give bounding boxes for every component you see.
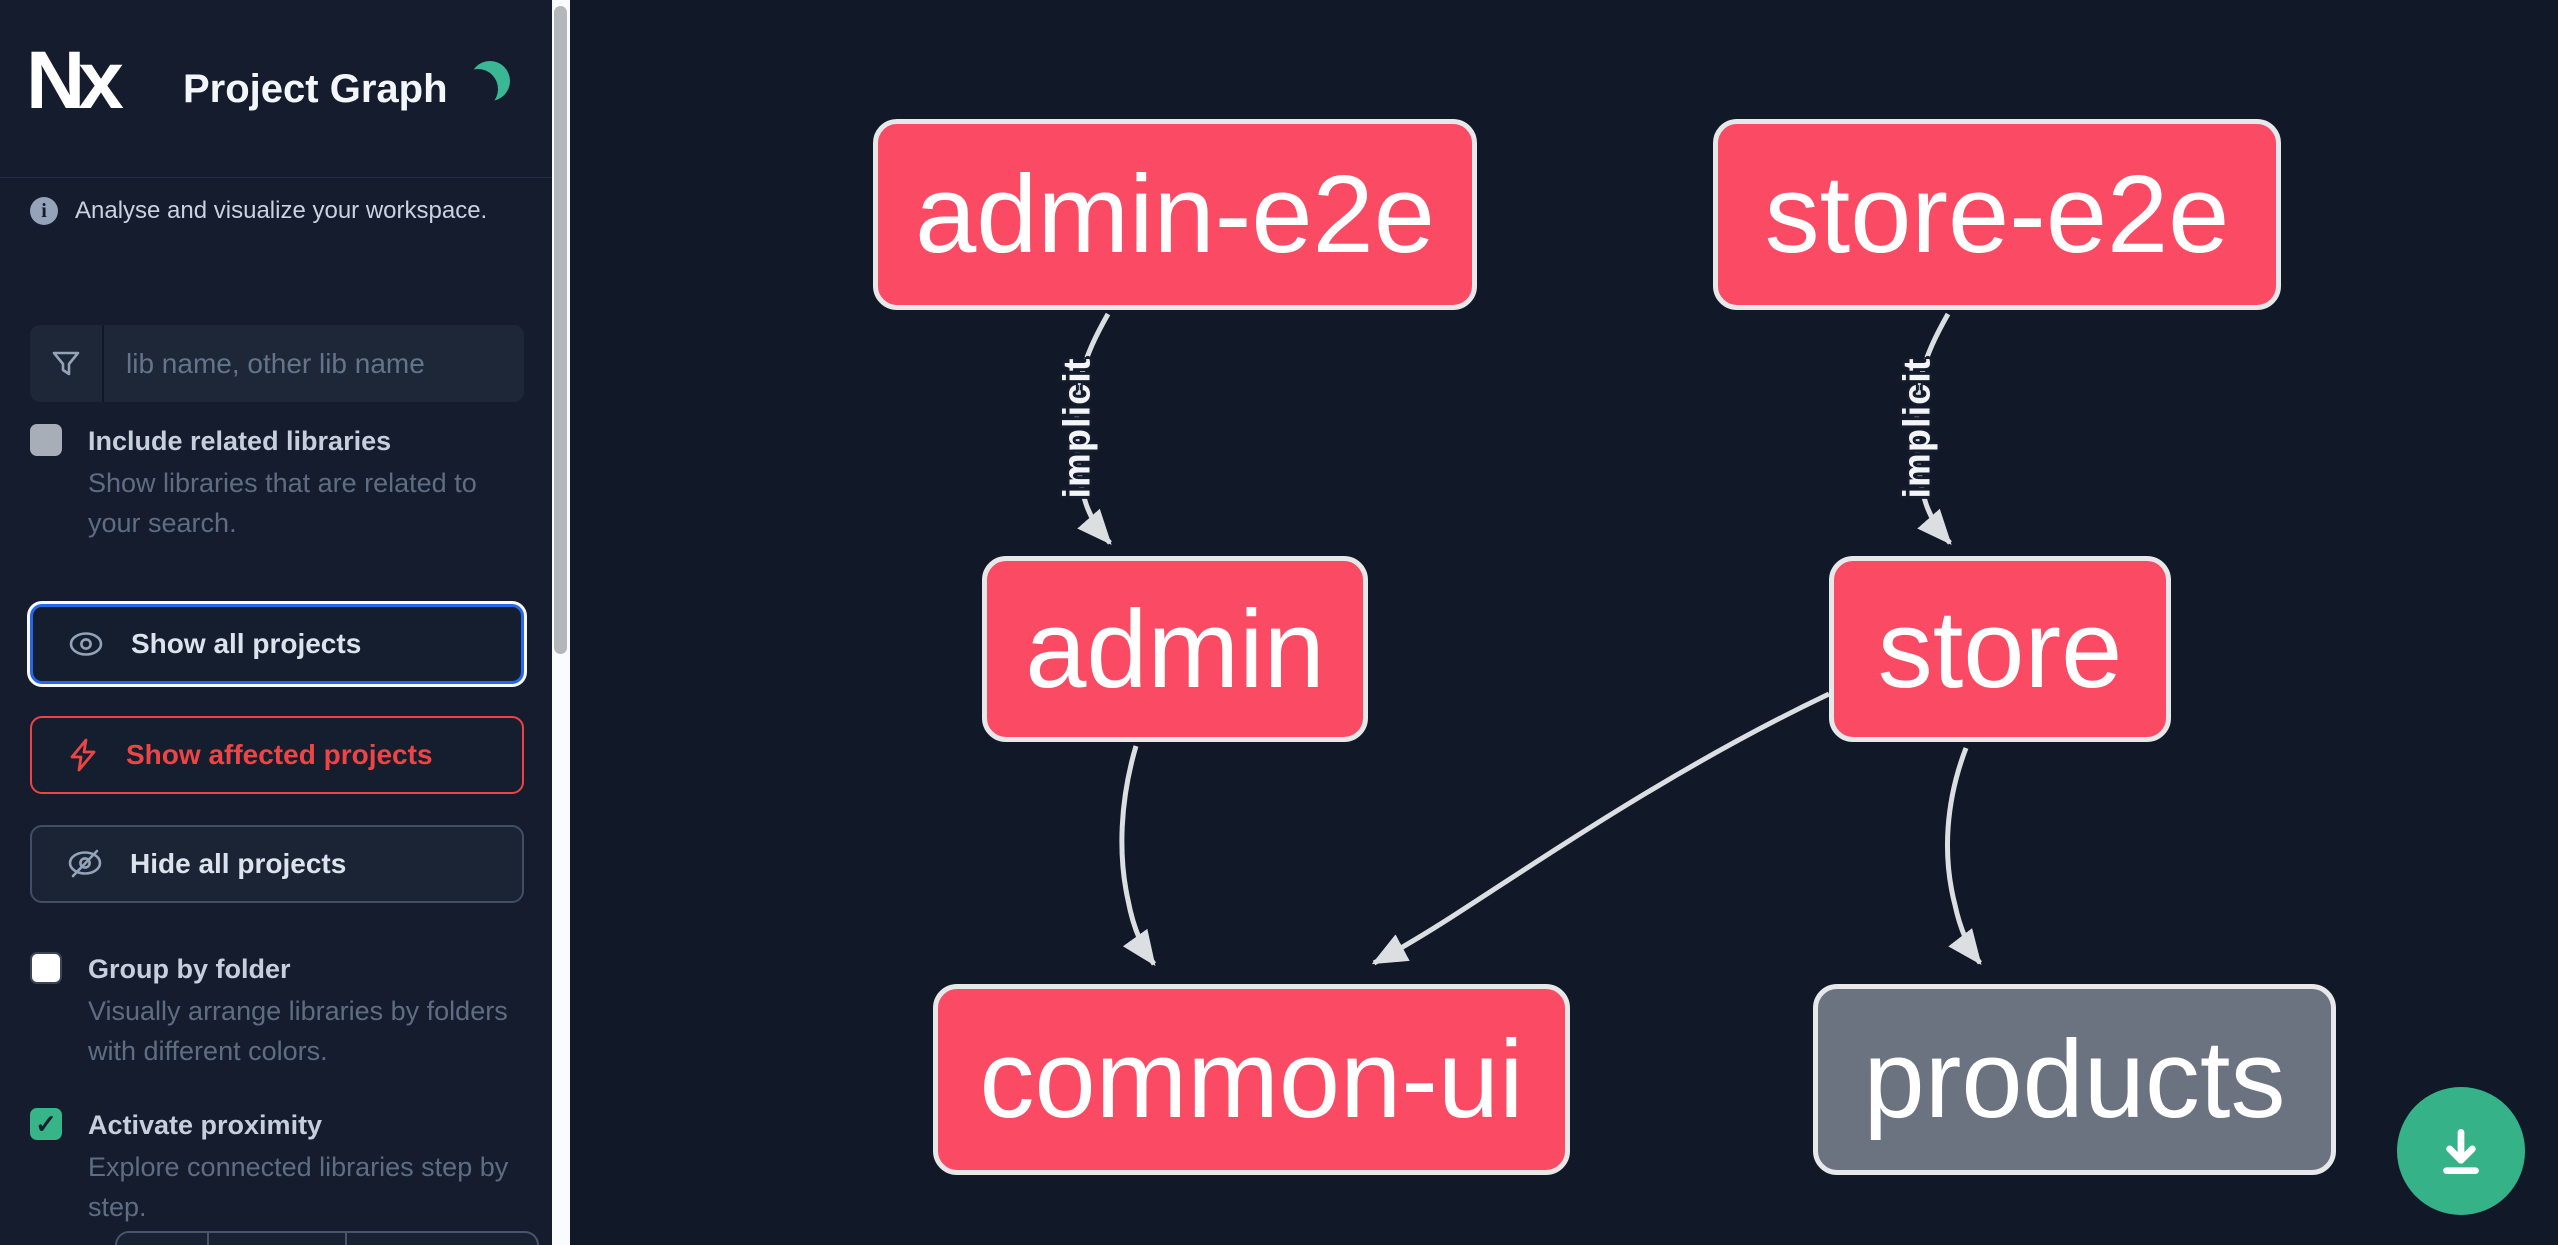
stepper-segment[interactable] [347, 1233, 537, 1245]
download-graph-button[interactable] [2397, 1087, 2525, 1215]
checkbox-description: Show libraries that are related to your … [88, 468, 477, 538]
project-node-common-ui[interactable]: common-ui [933, 984, 1570, 1175]
eye-icon [69, 632, 103, 656]
project-node-products[interactable]: products [1813, 984, 2336, 1175]
download-icon [2443, 1128, 2479, 1175]
button-label: Show all projects [131, 628, 362, 659]
stepper-segment[interactable] [209, 1233, 347, 1245]
edge-admin-common-ui [1119, 745, 1157, 967]
show-all-projects-button[interactable]: Show all projects [30, 604, 524, 684]
checkbox-description: Explore connected libraries step by step… [88, 1152, 509, 1222]
edge-label-implicit: implicit [1056, 357, 1099, 499]
project-node-store-e2e[interactable]: store-e2e [1713, 119, 2281, 310]
checkbox-label: Group by folder [88, 954, 291, 984]
nx-logo: Nx [26, 35, 124, 126]
checkmark-icon: ✓ [35, 1108, 57, 1139]
edge-label-implicit: implicit [1896, 357, 1939, 499]
sidebar-scrollbar-thumb[interactable] [554, 6, 567, 654]
checkbox-label: Activate proximity [88, 1110, 323, 1140]
sidebar: Nx Project Graph i Analyse and visualize… [0, 0, 552, 1245]
sidebar-header: Nx Project Graph [0, 0, 552, 178]
stepper-segment[interactable] [117, 1233, 209, 1245]
edge-store-e2e-store [1914, 312, 1952, 545]
dependency-edges [1074, 312, 1982, 967]
eye-off-icon [68, 849, 102, 878]
project-node-admin-e2e[interactable]: admin-e2e [873, 119, 1477, 310]
proximity-stepper-control-partial[interactable] [115, 1231, 539, 1245]
info-text: Analyse and visualize your workspace. [75, 197, 488, 224]
search-input[interactable] [104, 325, 524, 402]
filter-funnel-icon [30, 325, 104, 402]
edge-store-common-ui [1371, 691, 1831, 966]
hide-all-projects-button[interactable]: Hide all projects [30, 825, 524, 903]
search-box [30, 325, 524, 402]
workspace-info: i Analyse and visualize your workspace. [30, 197, 487, 225]
info-icon: i [30, 197, 58, 225]
bolt-icon [70, 738, 96, 772]
project-node-admin[interactable]: admin [982, 556, 1368, 742]
checkbox-description: Visually arrange libraries by folders wi… [88, 996, 508, 1066]
checkbox-activate-proximity[interactable]: ✓ [30, 1108, 62, 1140]
button-label: Show affected projects [126, 739, 433, 770]
page-title: Project Graph [183, 67, 448, 111]
checkbox-include-related-libraries[interactable] [30, 424, 62, 456]
edge-admin-e2e-admin [1074, 312, 1112, 545]
checkbox-label: Include related libraries [88, 426, 392, 456]
sidebar-scrollbar-track[interactable] [552, 0, 570, 1245]
show-affected-projects-button[interactable]: Show affected projects [30, 716, 524, 794]
project-node-store[interactable]: store [1829, 556, 2171, 742]
graph-canvas[interactable]: admin-e2e store-e2e admin store common-u… [570, 0, 2558, 1245]
moon-icon[interactable] [470, 61, 510, 101]
button-label: Hide all projects [130, 848, 347, 879]
checkbox-group-by-folder[interactable] [30, 952, 62, 984]
edge-store-products [1944, 747, 1982, 965]
